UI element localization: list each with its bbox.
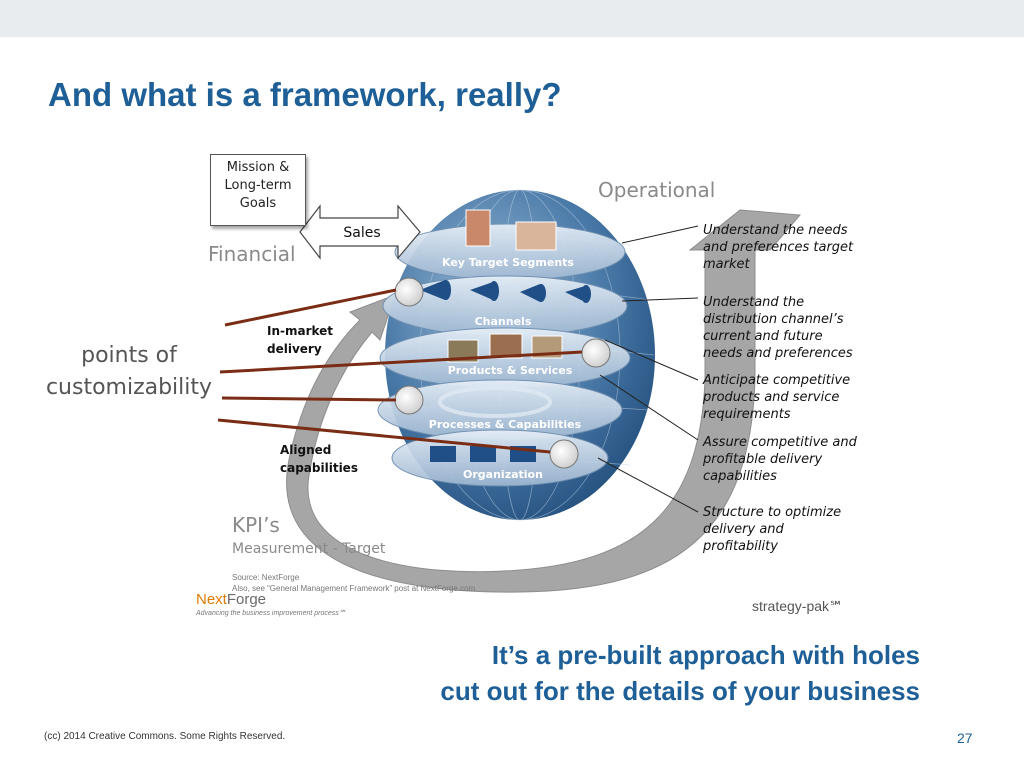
hole-marker [549, 439, 579, 469]
channel-cones [420, 280, 591, 303]
aligned-line: Aligned [280, 443, 332, 457]
points-of-customizability-label: points of customizability [40, 340, 218, 404]
product-photos [447, 333, 563, 363]
note-line: Structure to optimize [703, 505, 842, 520]
logo-next: Next [196, 591, 227, 608]
logo-forge: Forge [226, 591, 267, 608]
mission-line: Mission & [226, 160, 290, 175]
customization-holes [394, 277, 611, 469]
kpis-label: KPI’s [232, 513, 280, 537]
nextforge-tagline: Advancing the business improvement proce… [196, 610, 346, 617]
operational-label: Operational [598, 178, 716, 202]
hole-marker [394, 277, 424, 307]
mission-line: Goals [239, 196, 277, 211]
in-market-line: In-market [267, 324, 334, 338]
note-line: distribution channel’s [703, 312, 844, 327]
note-competitive-products: Anticipate competitive products and serv… [703, 372, 850, 423]
in-market-line: delivery [267, 342, 322, 356]
pointer-lines [217, 288, 583, 454]
top-bar [0, 0, 1024, 37]
note-line: products and service [703, 390, 840, 405]
layer-label-processes: Processes & Capabilities [429, 418, 582, 431]
note-line: delivery and [703, 522, 784, 537]
processes-ring [438, 386, 552, 418]
in-market-delivery-label: In-market delivery [267, 322, 333, 358]
note-target-market: Understand the needs and preferences tar… [703, 222, 853, 273]
note-line: requirements [703, 407, 791, 422]
points-line: customizability [45, 375, 213, 400]
callout-text: It’s a pre-built approach with holes cut… [440, 637, 920, 709]
note-line: Assure competitive and [703, 435, 857, 450]
hole-marker [581, 338, 611, 368]
segment-photos [465, 209, 557, 251]
note-line: market [703, 257, 750, 272]
note-line: profitable delivery [703, 452, 823, 467]
mission-box: Mission & Long-term Goals [210, 154, 306, 226]
note-line: capabilities [703, 469, 777, 484]
note-line: current and future [703, 329, 823, 344]
slide-title: And what is a framework, really? [48, 76, 562, 113]
source-line: Source: NextForge [232, 573, 300, 582]
note-line: Understand the [703, 295, 805, 310]
measurement-label: Measurement - Target [232, 541, 386, 557]
note-line: needs and preferences [703, 346, 853, 361]
note-line: and preferences target [703, 240, 854, 255]
nextforge-logo: NextForge [196, 591, 266, 608]
note-line: Anticipate competitive [703, 373, 851, 388]
note-line: Understand the needs [703, 223, 848, 238]
note-line: profitability [703, 539, 778, 554]
financial-label: Financial [208, 242, 296, 266]
callout-line: cut out for the details of your business [440, 676, 920, 706]
aligned-capabilities-label: Aligned capabilities [280, 441, 358, 477]
sales-arrow [299, 204, 421, 260]
note-leader-lines [597, 225, 699, 513]
note-distribution-channel: Understand the distribution channel’s cu… [703, 294, 853, 362]
callout-line: It’s a pre-built approach with holes [491, 640, 920, 670]
hole-marker [394, 385, 424, 415]
aligned-line: capabilities [280, 461, 358, 475]
source-note: Source: NextForge Also, see “General Man… [232, 572, 475, 594]
footer-copyright: (cc) 2014 Creative Commons. Some Rights … [44, 731, 286, 742]
feedback-arrow [286, 209, 802, 593]
layer-label-products: Products & Services [448, 364, 573, 377]
points-line: points of [81, 343, 177, 368]
mission-line: Long-term [224, 178, 292, 193]
note-structure: Structure to optimize delivery and profi… [703, 504, 841, 555]
sales-arrow-label: Sales [343, 225, 380, 241]
layer-label-segments: Key Target Segments [442, 256, 574, 269]
page-number: 27 [957, 730, 973, 746]
layer-label-channels: Channels [475, 315, 532, 328]
layer-label-organization: Organization [463, 468, 543, 481]
layer-disc-segments [394, 223, 626, 281]
source-line: Also, see “General Management Framework”… [232, 584, 476, 593]
note-delivery-capabilities: Assure competitive and profitable delive… [703, 434, 857, 485]
strategy-pak-logo: strategy-pak℠ [752, 598, 844, 614]
